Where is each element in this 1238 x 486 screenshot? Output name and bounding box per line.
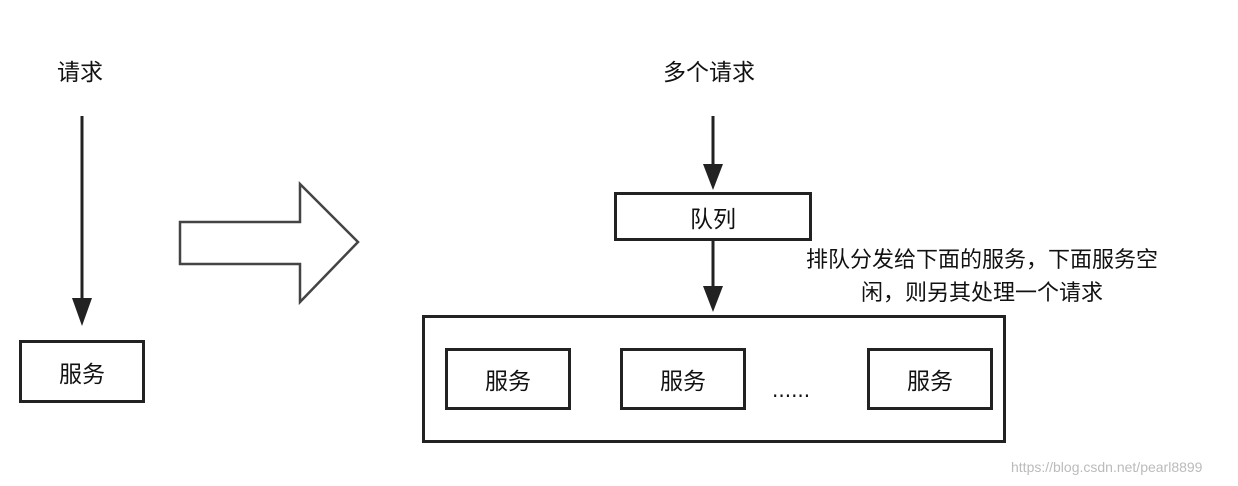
multiple-requests-label: 多个请求: [663, 60, 755, 86]
service-label-3: 服务: [907, 369, 953, 395]
transition-arrow-icon: [178, 180, 360, 306]
watermark-text: https://blog.csdn.net/pearl8899: [1011, 459, 1203, 475]
service-label-1: 服务: [485, 369, 531, 395]
dispatch-note: 排队分发给下面的服务，下面服务空 闲，则另其处理一个请求: [772, 244, 1192, 310]
service-label: 服务: [59, 361, 105, 388]
service-box: 服务: [19, 340, 145, 403]
queue-to-services-arrow: [703, 240, 723, 312]
dispatch-note-line-1: 排队分发给下面的服务，下面服务空: [805, 248, 1158, 273]
queue-box: 队列: [614, 192, 812, 241]
request-label: 请求: [57, 60, 103, 86]
service-box-3: 服务: [867, 348, 993, 410]
left-request-arrow: [72, 116, 92, 326]
queue-label: 队列: [690, 206, 736, 233]
requests-to-queue-arrow: [703, 116, 723, 190]
dispatch-note-line-2: 闲，则另其处理一个请求: [860, 281, 1103, 306]
ellipsis-label: ......: [772, 378, 811, 402]
service-label-2: 服务: [660, 369, 706, 395]
service-box-1: 服务: [445, 348, 571, 410]
service-box-2: 服务: [620, 348, 746, 410]
